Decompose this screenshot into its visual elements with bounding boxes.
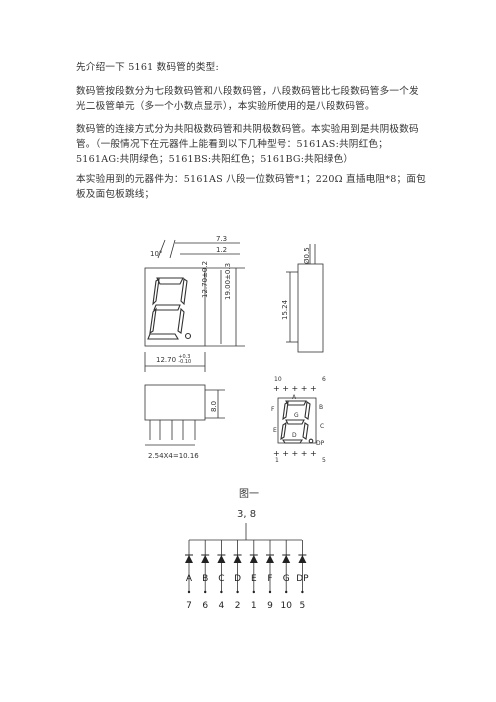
dim-width: 12.70 +0.3 -0.10 — [156, 355, 191, 365]
segment-label-b: B — [319, 404, 324, 411]
front-view-body — [144, 267, 206, 347]
diode-label: G — [283, 574, 290, 584]
diode-label: D — [234, 574, 241, 584]
pin-dot — [268, 590, 272, 594]
pin-number: 7 — [186, 601, 192, 611]
pin-number: 2 — [235, 601, 241, 611]
diode-symbol — [217, 555, 226, 563]
dim-width-value: 12.70 — [156, 356, 177, 364]
figure1-caption: 图一 — [239, 489, 259, 500]
dim-width-tol-minus: -0.10 — [178, 359, 192, 365]
pin-top-left: 10 — [274, 376, 282, 383]
pin-number: 1 — [251, 601, 257, 611]
schematic-common-label: 3, 8 — [237, 509, 257, 520]
diode-a: A7 — [185, 540, 193, 611]
diode-g: G 10 — [280, 540, 292, 611]
intro-paragraph: 先介绍一下 5161 数码管的类型: — [76, 62, 219, 73]
diode-symbol — [201, 555, 210, 563]
pin-dot — [220, 590, 223, 594]
dim-top-offset: 1.2 — [216, 246, 228, 254]
pin-dot — [236, 590, 239, 594]
dim-top-width: 7.3 — [216, 235, 228, 243]
diode-symbol — [282, 555, 291, 563]
pin-bottom-left: 1 — [275, 457, 279, 464]
dim-angle: 10° — [150, 250, 163, 258]
diode-b: B6 — [201, 540, 210, 611]
diode-symbol — [233, 555, 242, 563]
pin-number: 5 — [300, 601, 306, 611]
diode-e: E1 — [249, 540, 258, 611]
diode-label: C — [218, 574, 224, 584]
diode-dp: DP 5 — [296, 540, 309, 611]
diode-f: F9 — [266, 540, 274, 611]
dim-width-tolerance: +0.3 -0.10 — [178, 355, 191, 365]
dim-width-tol-plus: +0.3 — [178, 354, 191, 360]
components-paragraph: 本实验用到的元器件为：5161AS 八段一位数码管*1；220Ω 直插电阻*8；… — [76, 174, 426, 200]
pin-dot — [187, 590, 191, 594]
segment-label-dp: DP — [316, 440, 325, 447]
diode-label: F — [267, 574, 272, 584]
pin-number: 10 — [280, 601, 292, 611]
svg-text:+ + + + +: + + + + + — [273, 449, 317, 458]
diode-symbol — [249, 555, 258, 563]
segment-label-a: A — [292, 394, 297, 401]
digit-outline — [147, 277, 192, 340]
diode-label: A — [186, 574, 193, 584]
segment-label-e: E — [273, 427, 277, 434]
diode-symbol — [298, 555, 307, 563]
pin-dot — [301, 590, 304, 594]
diode-symbol — [266, 555, 274, 563]
diode-label: E — [251, 574, 257, 584]
dim-pitch: 2.54X4=10.16 — [148, 452, 199, 460]
pin-dot — [204, 590, 207, 594]
pin-top-right: 6 — [322, 376, 326, 383]
bottom-view-body — [144, 384, 206, 421]
diode-d: D2 — [233, 540, 242, 611]
side-view-body — [297, 263, 324, 353]
diode-c: C4 — [217, 540, 226, 611]
pin-number: 9 — [267, 601, 273, 611]
pin-dot — [285, 590, 288, 594]
segment-type-paragraph: 数码管按段数分为七段数码管和八段数码管，八段数码管比七段数码管多一个发光二极管单… — [76, 86, 419, 112]
segment-label-g: G — [294, 412, 299, 419]
pinout-top-markers: + + + + + — [273, 384, 317, 393]
segment-label-d: D — [292, 432, 297, 439]
pin-number: 4 — [219, 601, 225, 611]
pin-dot — [252, 590, 255, 594]
diode-label: DP — [296, 574, 309, 584]
diode-label: B — [202, 574, 208, 584]
pin-bottom-right: 5 — [322, 457, 326, 464]
connection-type-paragraph: 数码管的连接方式分为共阳极数码管和共阴极数码管。本实验用到是共阴极数码管。（一般… — [76, 124, 419, 165]
schematic — [189, 523, 302, 541]
svg-text:+ + + + +: + + + + + — [273, 384, 317, 393]
segment-label-f: F — [271, 406, 275, 413]
pin-number: 6 — [202, 601, 208, 611]
pinout-bottom-markers: + + + + + — [273, 449, 317, 458]
diode-symbol — [185, 555, 193, 563]
segment-label-c: C — [320, 423, 325, 430]
